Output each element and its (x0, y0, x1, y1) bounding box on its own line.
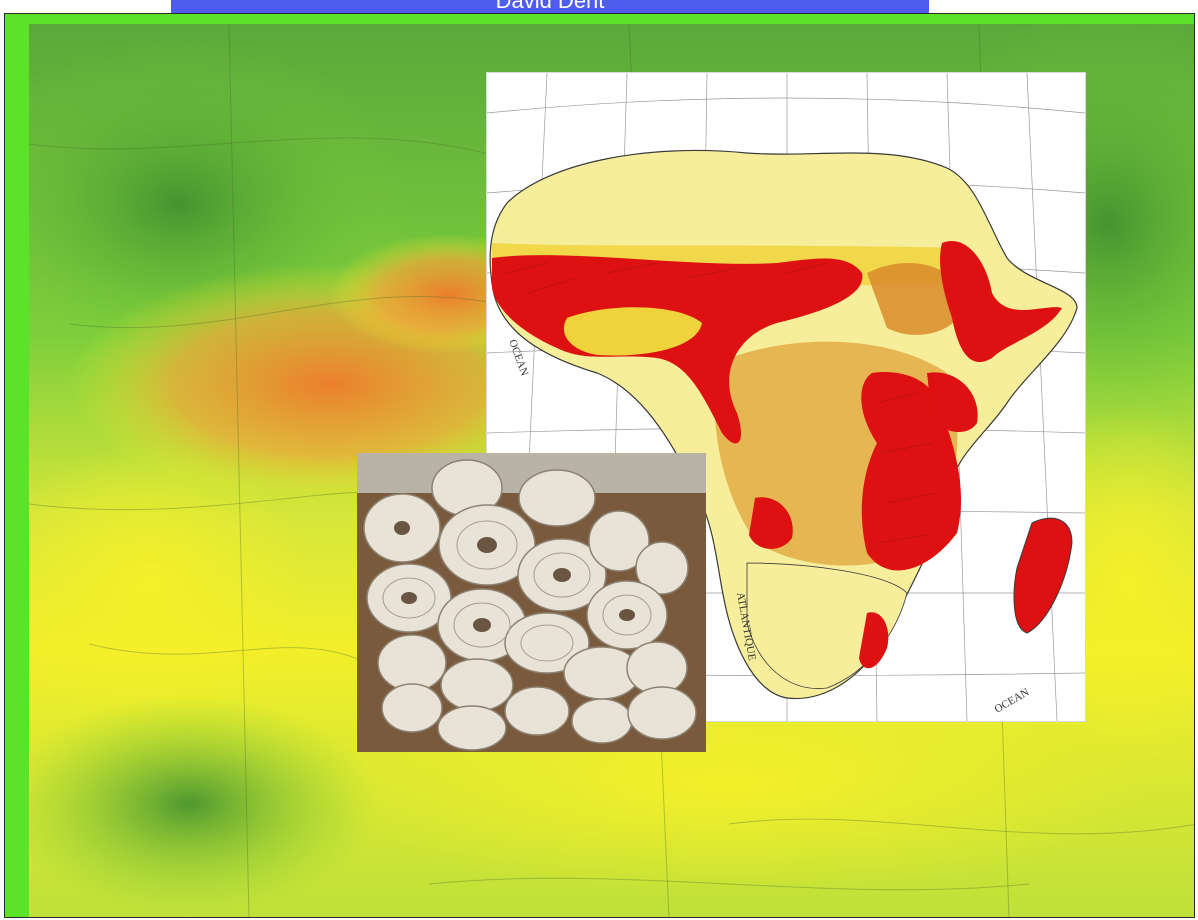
africa-map-graphic: OCEAN ATLANTIQUE OCEAN (487, 73, 1085, 721)
slide-title: David Dent (495, 0, 605, 13)
ocean-label-left: OCEAN (506, 338, 530, 378)
rolled-maps-photo (357, 453, 706, 752)
ocean-label-right: OCEAN (993, 686, 1032, 715)
rolled-maps-graphic (357, 453, 706, 752)
slide-title-bar: David Dent (171, 0, 929, 14)
